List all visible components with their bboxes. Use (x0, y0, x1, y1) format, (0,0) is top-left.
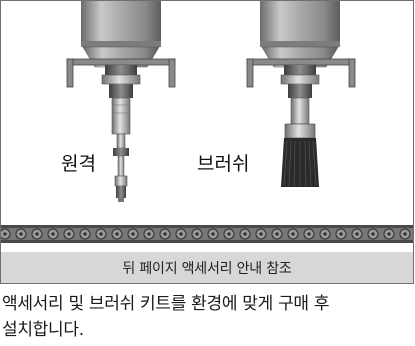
remote-dispenser (66, 1, 176, 202)
roller-chain (1, 225, 413, 243)
instruction-text: 액세서리 및 브러쉬 키트를 환경에 맞게 구매 후 설치합니다. (2, 291, 414, 343)
brush-dispenser (246, 1, 356, 187)
instruction-line: 설치합니다. (2, 320, 84, 340)
accessory-illustration (1, 1, 413, 243)
instruction-line: 액세서리 및 브러쉬 키트를 환경에 맞게 구매 후 (2, 294, 330, 314)
installation-figure: 원격 브러쉬 뒤 페이지 액세서리 안내 참조 (0, 0, 414, 284)
figure-caption: 뒤 페이지 액세서리 안내 참조 (1, 252, 413, 283)
remote-label: 원격 (61, 153, 96, 175)
brush-label: 브러쉬 (197, 153, 250, 175)
